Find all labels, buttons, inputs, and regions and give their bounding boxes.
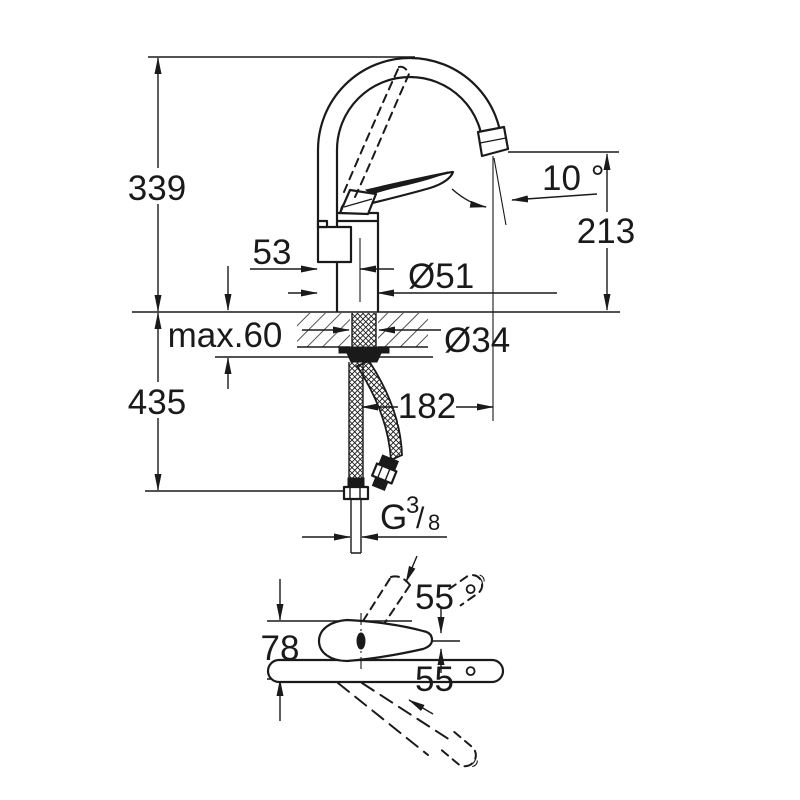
mounting-nut (338, 346, 390, 363)
pivot-detail-line (343, 198, 373, 208)
dim-label-swing-down: 55 ° (415, 660, 478, 699)
dim-label-total-height: 339 (128, 169, 186, 208)
thread-label-g: G (380, 498, 407, 537)
spout-outlet (476, 125, 510, 158)
spout-outlet-seam (479, 137, 507, 144)
lever-slit (364, 171, 449, 194)
connection-pipe (350, 499, 362, 554)
angle-10-arc-arrow (451, 188, 487, 208)
angle-55-down-leader (408, 699, 434, 715)
gooseneck-outer-arc (316, 56, 504, 152)
side-view: 339 435 max.60 53 Ø51 Ø34 182 21 (127, 56, 637, 554)
thread-dimension: G 3 / 8 (302, 492, 447, 541)
faucet-body (316, 56, 510, 313)
angle-10-leader (511, 193, 598, 203)
thread-label-numerator: 3 (406, 492, 419, 519)
dim-label-hole-diameter: Ø34 (444, 321, 510, 360)
under-counter-assembly (338, 313, 403, 554)
thread-label-slash: / (416, 502, 425, 535)
dim-label-swing-up: 55 ° (415, 578, 478, 617)
swivel-collar (316, 225, 353, 264)
lever-raised-dashed (343, 65, 410, 198)
hose-edges (348, 362, 364, 480)
spout-plan-bar (266, 658, 505, 684)
spout-riser (316, 148, 339, 229)
lever-pivot-base (338, 188, 378, 216)
stream-reference (492, 156, 507, 421)
thread-label-denominator: 8 (428, 510, 440, 535)
curved-hose-connector (371, 454, 399, 491)
dim-label-body-diameter: Ø51 (408, 257, 474, 296)
dim-label-spout-reach: 182 (398, 387, 456, 426)
side-view-dimensions: 339 435 max.60 53 Ø51 Ø34 182 21 (127, 56, 637, 541)
dim-label-max-thickness: max.60 (168, 316, 283, 355)
dim-label-rear-offset: 53 (253, 233, 292, 272)
threaded-shank (352, 313, 376, 347)
stream-angled-line (493, 157, 507, 226)
collar-tab (316, 219, 329, 229)
handle-swing-down-tip (439, 731, 478, 768)
supply-hose-vertical (349, 362, 363, 480)
dim-label-spout-angle: 10 ° (542, 159, 605, 198)
dim-label-spout-height: 213 (577, 212, 635, 251)
dim-label-hose-drop: 435 (128, 383, 186, 422)
shank-edges (351, 313, 377, 347)
handle-swing-down-dashed (337, 682, 451, 756)
angle-55-up-leader (405, 555, 418, 583)
supply-hose-curved (355, 359, 403, 462)
gooseneck-inner-arc (335, 75, 485, 152)
handle-plan (317, 618, 434, 663)
handle-swing-up-tip (448, 574, 485, 607)
plan-view: 78 55 ° 55 ° (261, 555, 505, 768)
vertical-hose-connector (342, 477, 370, 554)
handle-swing-up-dashed (362, 575, 411, 628)
